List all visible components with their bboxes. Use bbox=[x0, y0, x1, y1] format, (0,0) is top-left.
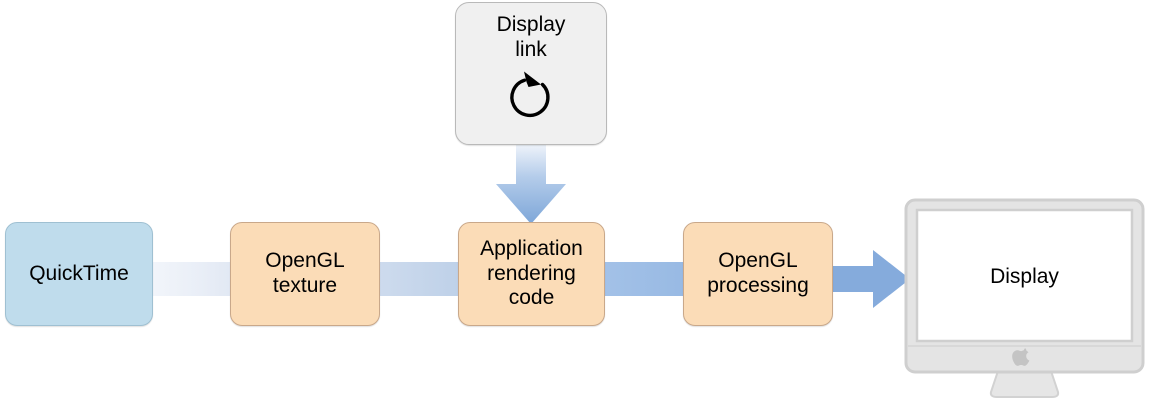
connector-app-render-to-gl-process bbox=[596, 262, 692, 296]
arrow-display-link-to-app-render bbox=[496, 143, 566, 224]
node-quicktime[interactable]: QuickTime bbox=[5, 222, 153, 326]
circular-arrow-icon bbox=[510, 71, 550, 117]
node-display-monitor[interactable] bbox=[898, 196, 1151, 402]
arrow-gl-process-to-display bbox=[826, 250, 910, 308]
connector-gl-texture-to-app-render bbox=[370, 262, 466, 296]
display-screen-label: Display bbox=[990, 265, 1059, 288]
quicktime-label: QuickTime bbox=[29, 261, 129, 285]
apple-logo-icon bbox=[1012, 348, 1030, 366]
